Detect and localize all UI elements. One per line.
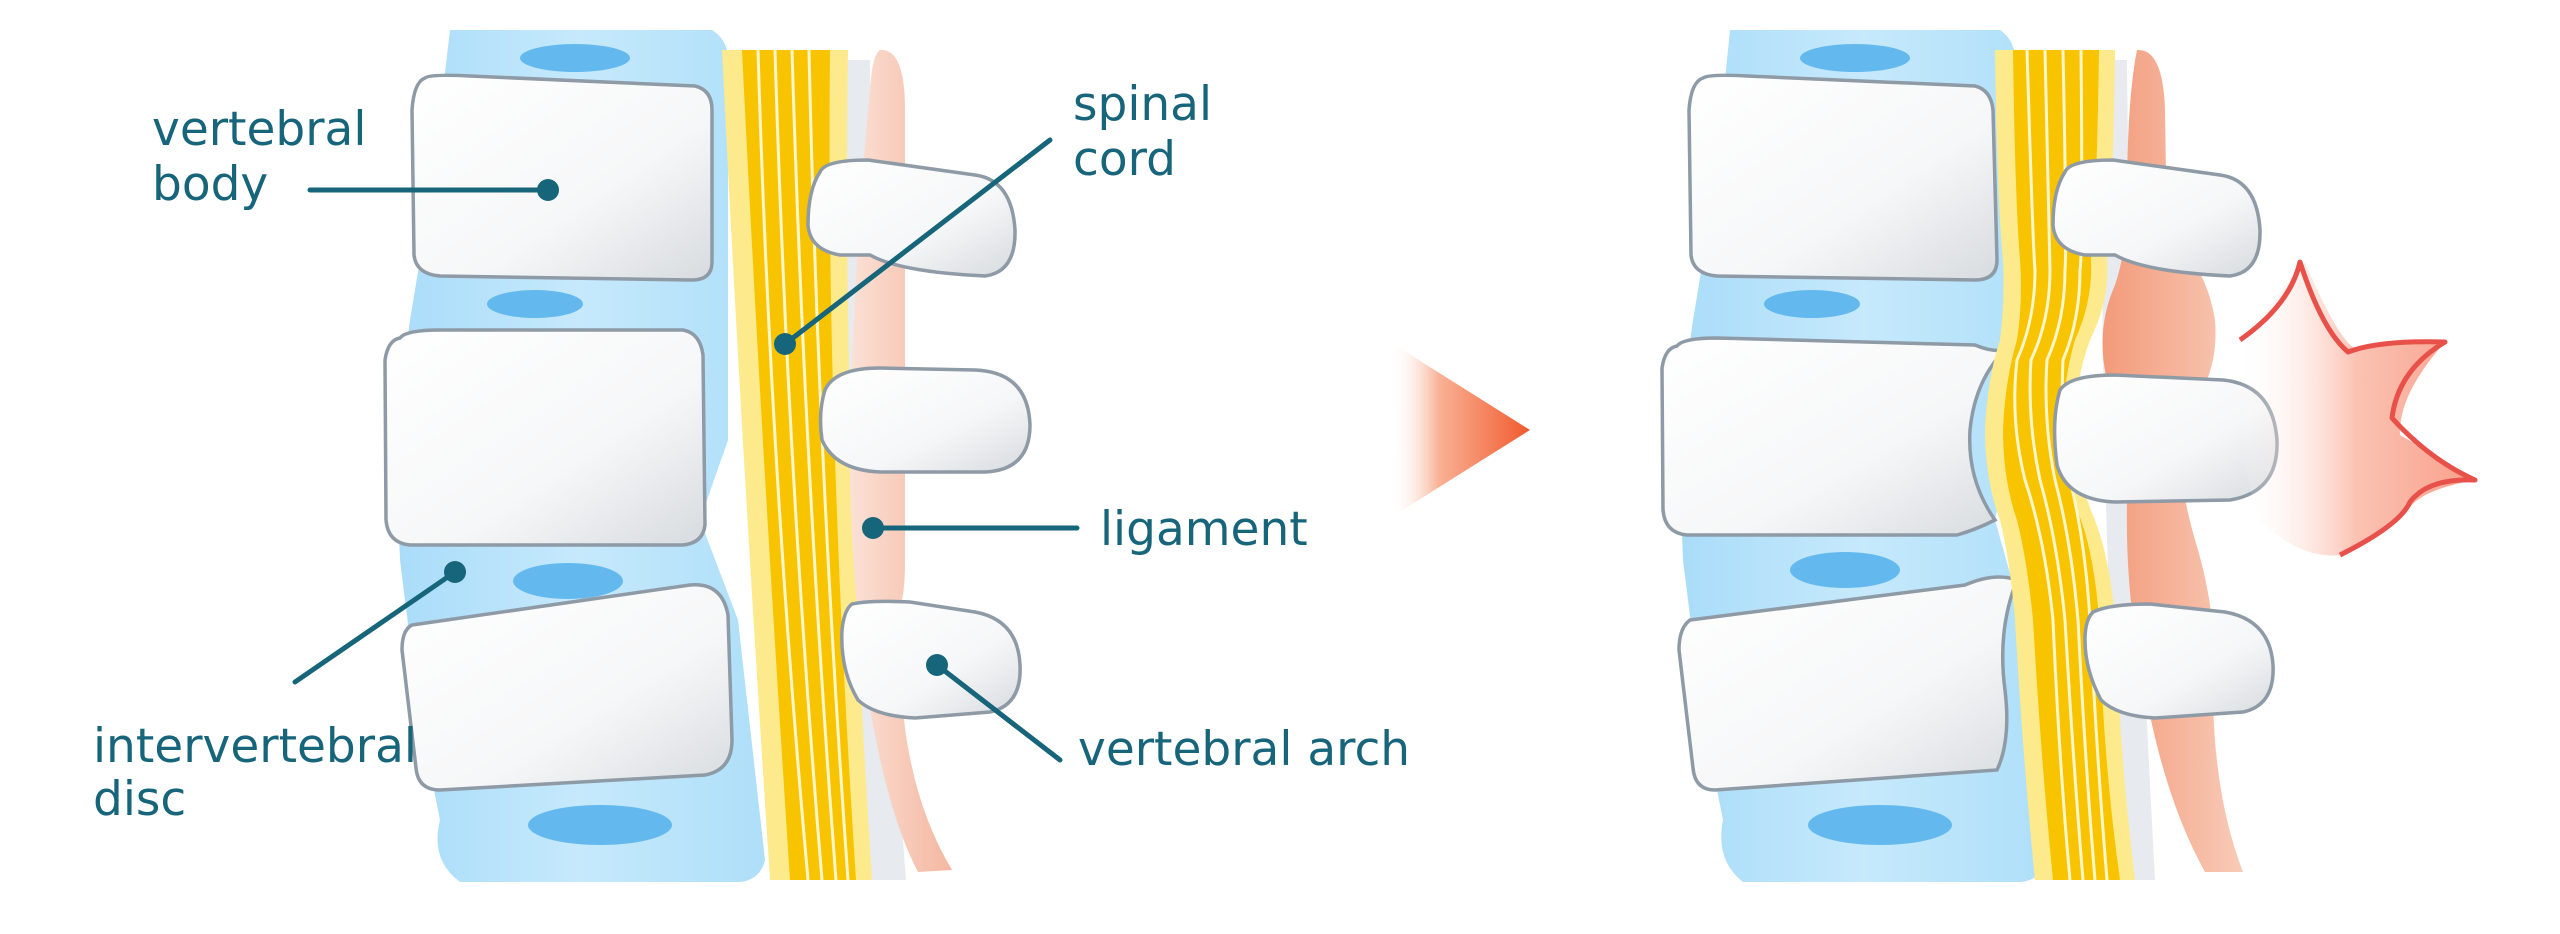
vertebral-arch-leader [934,662,1063,763]
vertebral-arch-r1 [2051,158,2262,278]
vertebral-arch-r3 [2083,602,2275,720]
nucleus-1 [520,44,630,72]
spinal-cord-dot [774,333,796,355]
spinal-cord-leader [782,137,1053,347]
vertebral-arch-dot [926,654,948,676]
right-triangle-arrow-icon [1390,342,1530,518]
intervertebral-disc-label-line2: disc [93,772,186,827]
intervertebral-disc-dot [444,561,466,583]
vertebral-arch-1 [806,158,1017,278]
nucleus-r3 [1790,552,1900,588]
label-spinal-cord: spinal cord [774,77,1212,355]
ligament-dot [862,517,884,539]
intervertebral-disc-leader [292,569,458,685]
vertebral-body-label-line1: vertebral [152,102,366,157]
normal-spine [383,30,1032,882]
vertebral-arch-2 [818,366,1032,474]
vertebral-body-3 [400,583,734,792]
nucleus-3 [513,563,623,599]
cord-fiber-2 [773,49,824,881]
label-vertebral-body: vertebral body [152,102,559,212]
vertebral-body-2 [383,328,707,547]
nucleus-r4 [1808,805,1952,845]
label-vertebral-arch: vertebral arch [926,654,1410,777]
ligament-label: ligament [1100,502,1308,557]
vertebral-body-dot [537,179,559,201]
vertebral-body-r1 [1687,73,1999,282]
cord-fiber-3 [790,49,838,881]
vertebral-body-r2 [1660,336,2010,537]
stenosis-spine [1660,30,2279,882]
cord-fiber-4 [807,49,850,881]
spinal-cord-label-line1: spinal [1073,77,1212,132]
cord-fiber-1 [756,49,810,881]
vertebral-arch-label: vertebral arch [1078,722,1410,777]
spinal-cord [742,50,856,880]
nucleus-2 [487,290,583,318]
intervertebral-disc-label-line1: intervertebral [93,719,417,774]
nucleus-r1 [1800,44,1910,72]
nucleus-r2 [1764,290,1860,318]
label-ligament: ligament [862,502,1308,557]
pain-burst-icon [2237,259,2478,558]
vertebral-body-1 [410,73,714,282]
nucleus-4 [528,805,672,845]
spinal-cord-label-line2: cord [1073,132,1176,187]
label-intervertebral-disc: intervertebral disc [93,561,466,827]
vertebral-body-label-line2: body [152,157,268,212]
